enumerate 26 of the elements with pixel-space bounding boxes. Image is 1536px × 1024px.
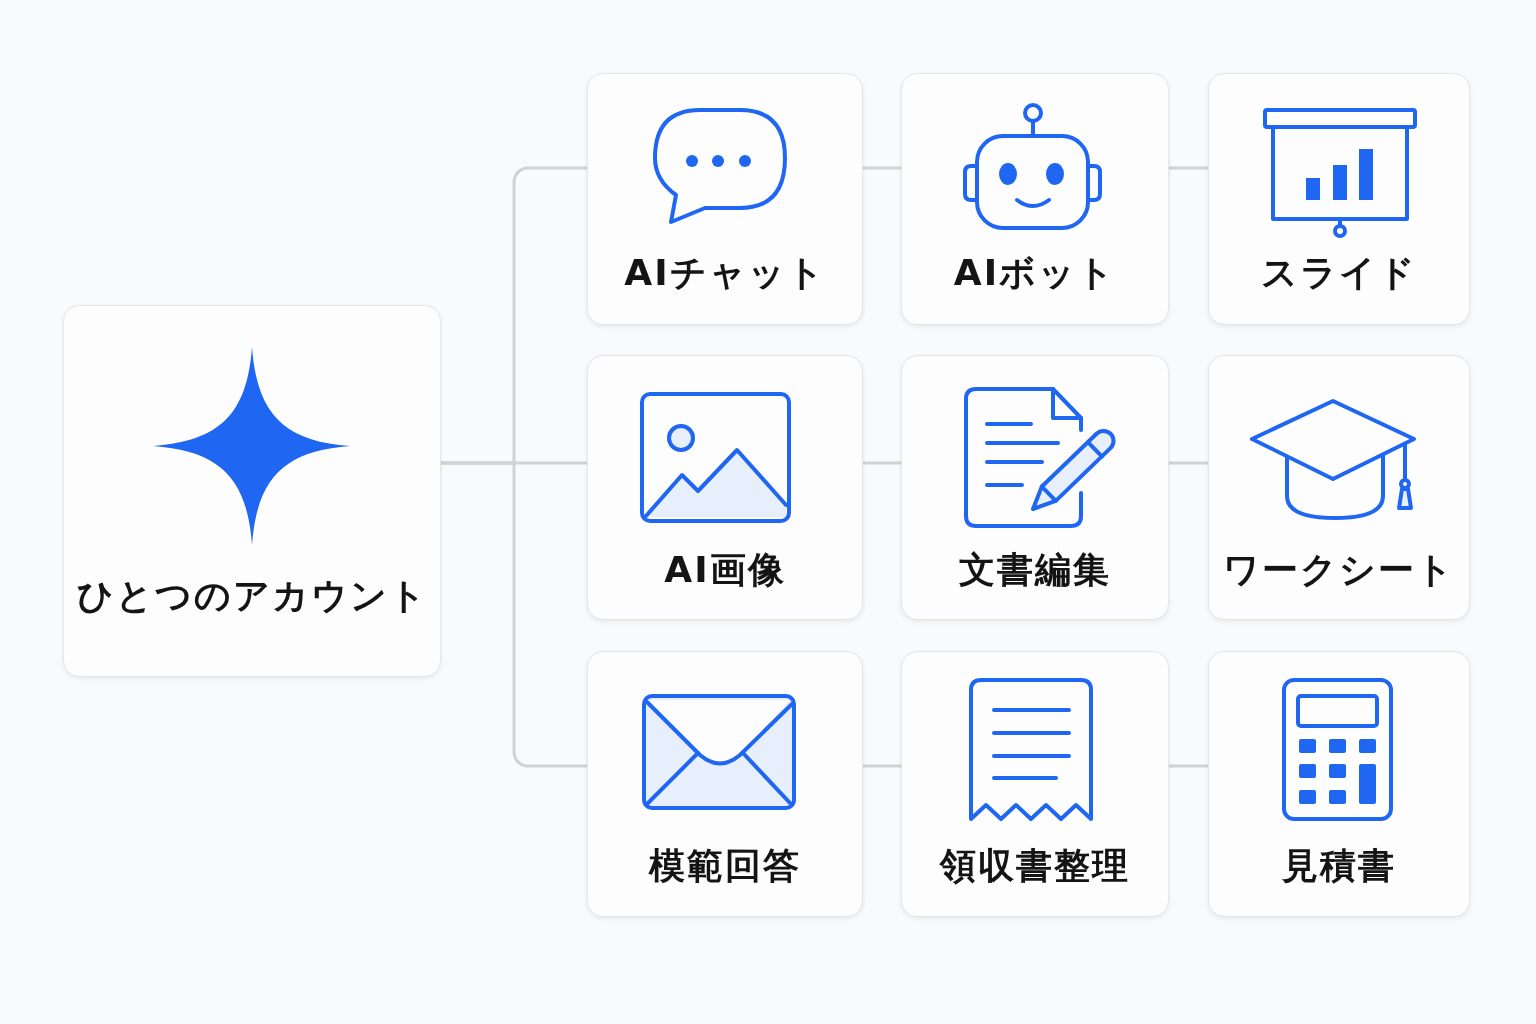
- card-label: 見積書: [1282, 843, 1396, 888]
- card-label: ワークシート: [1223, 547, 1455, 592]
- card-label: スライド: [1261, 250, 1417, 295]
- account-card: [63, 305, 441, 677]
- card-label: AI画像: [664, 547, 786, 592]
- feature-card: [1208, 651, 1470, 917]
- feature-card: [901, 73, 1169, 325]
- card-label: AIボット: [953, 250, 1117, 295]
- connector-line: [1169, 764, 1208, 768]
- connector-line: [863, 764, 901, 768]
- feature-card: [1208, 73, 1470, 325]
- card-label: AIチャット: [624, 250, 826, 295]
- feature-card: [901, 651, 1169, 917]
- connector-line: [1169, 166, 1208, 170]
- feature-card: [1208, 355, 1470, 620]
- feature-card: [901, 355, 1169, 620]
- card-label: ひとつのアカウント: [76, 573, 428, 618]
- card-label: 模範回答: [649, 843, 801, 888]
- connector-line: [1169, 461, 1208, 465]
- feature-card: [587, 651, 863, 917]
- feature-card: [587, 355, 863, 620]
- feature-card: [587, 73, 863, 325]
- connector-line: [863, 166, 901, 170]
- card-label: 文書編集: [959, 547, 1111, 592]
- connector-line: [863, 461, 901, 465]
- card-label: 領収書整理: [940, 843, 1130, 888]
